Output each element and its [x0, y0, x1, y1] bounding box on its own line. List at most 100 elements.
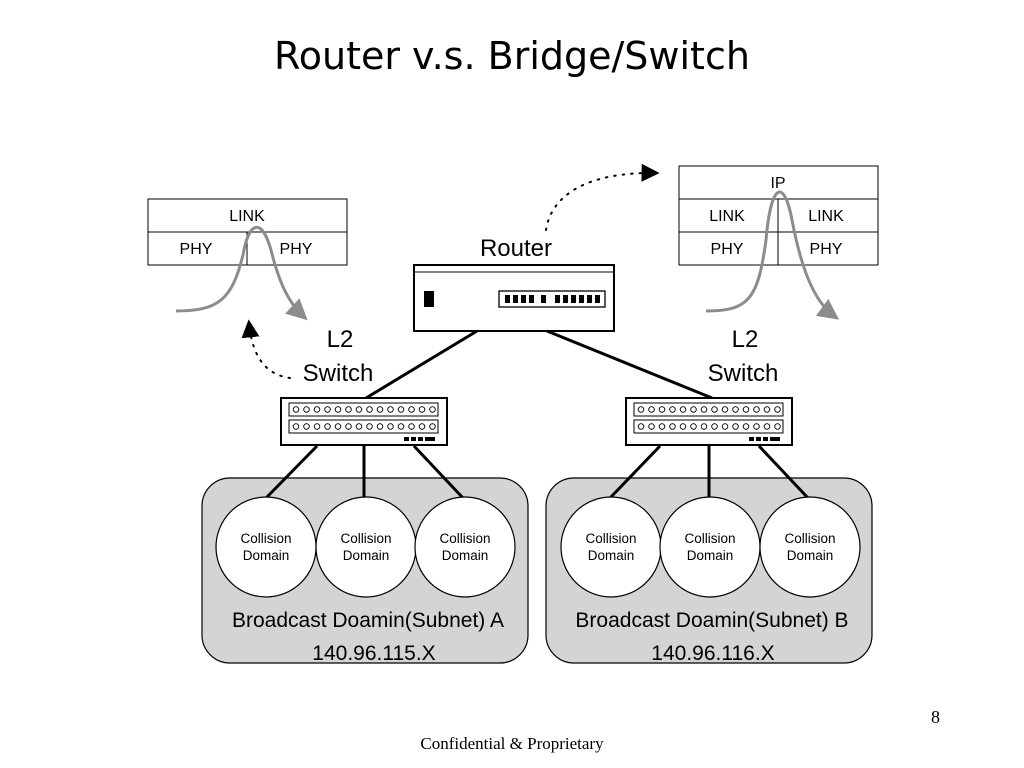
collision-domain-label-line1: Collision	[439, 531, 490, 546]
switch-port	[658, 406, 666, 413]
switch-port	[679, 406, 687, 413]
network-links	[264, 329, 810, 500]
switch-port	[742, 423, 750, 430]
broadcast-a-name: Broadcast Doamin(Subnet) A	[232, 609, 504, 632]
switch-port	[334, 406, 342, 413]
switch-port	[711, 423, 718, 430]
stack-left-phy-left-label: PHY	[180, 241, 213, 258]
broadcast-b-subnet: 140.96.116.X	[651, 642, 774, 665]
router-to-stack-dotted-arrow	[545, 163, 660, 231]
switch-port	[669, 406, 676, 413]
switch-port	[721, 423, 729, 430]
switch-port	[418, 406, 426, 413]
collision-domain-a1: Collision Domain	[215, 496, 317, 598]
footer-text: Confidential & Proprietary	[420, 734, 604, 753]
router-switch-right-link	[546, 329, 713, 400]
switch-port	[648, 423, 655, 430]
switch-port	[366, 406, 373, 413]
switch-port	[408, 423, 415, 430]
collision-domain-b2: Collision Domain	[659, 496, 761, 598]
switch-port	[303, 406, 310, 413]
router-device	[413, 264, 615, 332]
collision-domain-b3: Collision Domain	[759, 496, 861, 598]
broadcast-a-subnet: 140.96.115.X	[312, 642, 435, 665]
collision-domain-a2: Collision Domain	[315, 496, 417, 598]
switch-port	[387, 406, 394, 413]
switch-port	[376, 423, 384, 430]
switch-port	[324, 406, 331, 413]
switch-port	[334, 423, 342, 430]
switch-port	[742, 406, 750, 413]
broadcast-b-name: Broadcast Doamin(Subnet) B	[575, 609, 848, 632]
switch-port	[763, 423, 771, 430]
switch-right-label-line2: Switch	[708, 360, 779, 387]
switch-port	[429, 423, 436, 430]
switch-to-stack-dotted-arrow	[241, 319, 291, 379]
switch-port	[679, 423, 687, 430]
collision-domain-label-line2: Domain	[588, 548, 635, 563]
switch-port	[669, 423, 676, 430]
stack-right-phy-right-label: PHY	[810, 241, 843, 258]
collision-domain-label-line1: Collision	[684, 531, 735, 546]
switch-port	[700, 423, 708, 430]
router-switch-left-link	[365, 329, 478, 400]
switch-port	[700, 406, 708, 413]
switch-port	[721, 406, 729, 413]
switch-port	[366, 423, 373, 430]
switch-port	[292, 423, 300, 430]
collision-domain-label-line1: Collision	[585, 531, 636, 546]
slide-title: Router v.s. Bridge/Switch	[274, 34, 750, 78]
collision-domain-label-line2: Domain	[442, 548, 489, 563]
switch-port	[648, 406, 655, 413]
switch-port	[774, 423, 781, 430]
protocol-stack-left	[147, 198, 348, 266]
stack-right-link-right-label: LINK	[808, 208, 844, 225]
switch-port	[637, 406, 645, 413]
switch-left-link-3	[412, 444, 465, 500]
stack-right-phy-left-label: PHY	[711, 241, 744, 258]
collision-domain-label-line2: Domain	[787, 548, 834, 563]
switch-port	[763, 406, 771, 413]
switch-port	[429, 406, 436, 413]
switch-port	[303, 423, 310, 430]
switch-right-device	[625, 397, 793, 446]
switch-port	[637, 423, 645, 430]
collision-domain-b1: Collision Domain	[560, 496, 662, 598]
switch-port	[418, 423, 426, 430]
switch-left-label-line1: L2	[327, 326, 354, 353]
stack-left-phy-right-label: PHY	[280, 241, 313, 258]
switch-port	[732, 423, 739, 430]
switch-left-link-1	[264, 444, 319, 500]
switch-port	[690, 423, 697, 430]
switch-port	[345, 406, 352, 413]
switch-right-link-1	[608, 444, 662, 500]
stack-right-ip-label: IP	[770, 175, 785, 192]
router-label: Router	[480, 235, 552, 262]
switch-port	[376, 406, 384, 413]
switch-port	[292, 406, 300, 413]
stack-right-link-left-label: LINK	[709, 208, 745, 225]
switch-port	[774, 406, 781, 413]
switch-port	[345, 423, 352, 430]
switch-port	[313, 406, 321, 413]
collision-domain-label-line1: Collision	[340, 531, 391, 546]
packet-path-right-curve	[705, 190, 840, 320]
switch-right-label-line1: L2	[732, 326, 759, 353]
switch-port	[408, 406, 415, 413]
switch-left-device	[280, 397, 448, 446]
switch-port	[658, 423, 666, 430]
switch-port	[753, 406, 760, 413]
switch-port	[324, 423, 331, 430]
collision-domain-a3: Collision Domain	[414, 496, 516, 598]
collision-domain-label-line2: Domain	[243, 548, 290, 563]
collision-domain-label-line2: Domain	[687, 548, 734, 563]
switch-left-label-line2: Switch	[303, 360, 374, 387]
page-number: 8	[931, 707, 940, 727]
protocol-stack-right	[678, 165, 879, 266]
switch-right-link-3	[757, 444, 810, 500]
switch-port	[397, 406, 405, 413]
switch-port	[387, 423, 394, 430]
switch-port	[753, 423, 760, 430]
